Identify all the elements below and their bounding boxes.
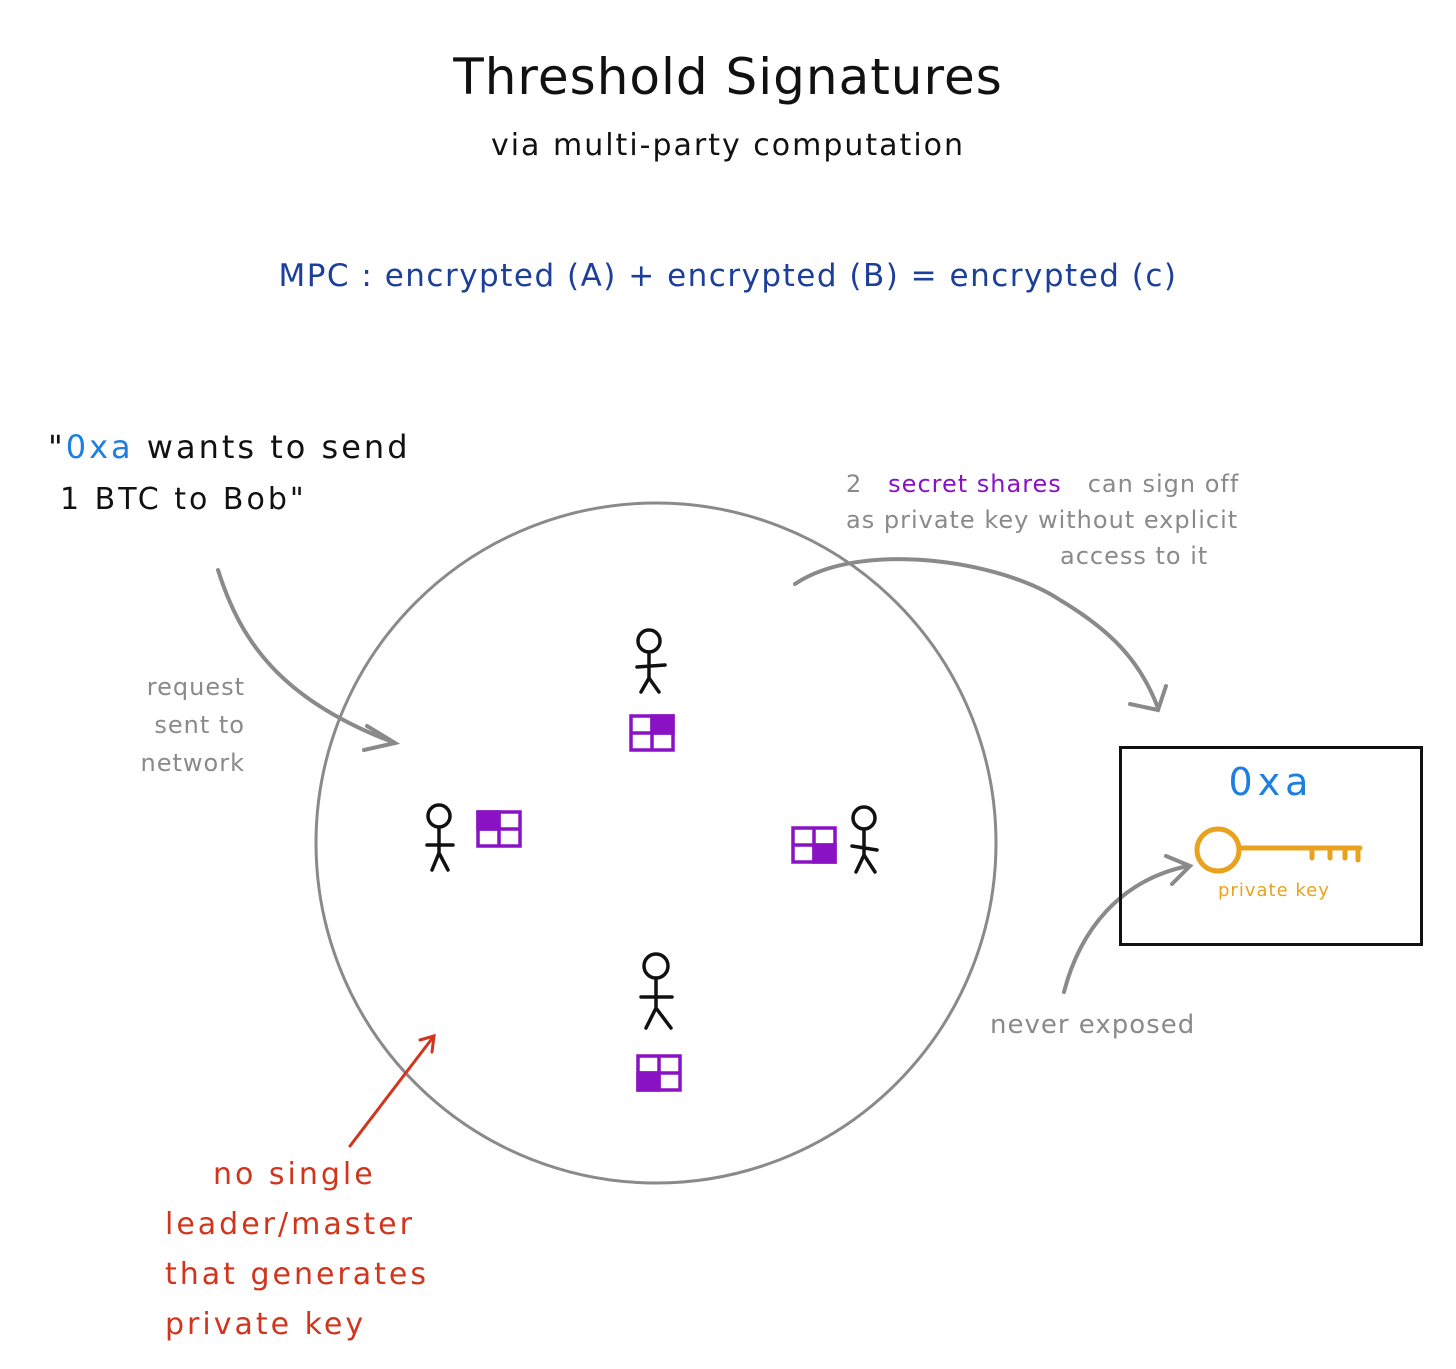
node-bottom bbox=[636, 952, 682, 1092]
person-icon bbox=[850, 805, 879, 874]
never-exposed-arrow bbox=[1062, 854, 1194, 994]
private-key-label: private key bbox=[1218, 880, 1330, 901]
no-leader-line: no single bbox=[213, 1157, 376, 1192]
request-quote-line1: "0xa wants to send bbox=[48, 428, 411, 466]
no-leader-line: private key bbox=[165, 1307, 367, 1342]
request-quote-line2: 1 BTC to Bob" bbox=[60, 482, 307, 517]
request-sent-label: request sent to network bbox=[140, 673, 245, 777]
quote-open: " bbox=[48, 428, 66, 466]
request-line1-rest: wants to send bbox=[133, 428, 411, 466]
node-left bbox=[425, 803, 522, 872]
shares-arrow bbox=[793, 557, 1168, 713]
secret-share-box-icon bbox=[791, 826, 837, 864]
request-arrow bbox=[216, 568, 401, 752]
secret-share-box-icon bbox=[629, 714, 675, 752]
key-icon bbox=[1194, 826, 1363, 874]
diagram-title: Threshold Signatures bbox=[453, 48, 1003, 106]
secret-shares-note: 2 secret shares can sign off as private … bbox=[846, 466, 1239, 574]
shares-count: 2 bbox=[846, 470, 863, 498]
person-icon bbox=[635, 628, 667, 694]
person-icon bbox=[425, 803, 455, 872]
no-leader-note: no single leader/master that generates p… bbox=[165, 1150, 429, 1350]
person-icon bbox=[639, 952, 674, 1030]
network-circle bbox=[314, 501, 998, 1185]
no-leader-line: that generates bbox=[165, 1257, 429, 1292]
never-exposed-label: never exposed bbox=[990, 1010, 1196, 1040]
private-key-box bbox=[1119, 746, 1423, 946]
secret-share-box-icon bbox=[476, 810, 522, 848]
sender-name: 0xa bbox=[65, 428, 134, 466]
shares-note-line1: 2 secret shares can sign off bbox=[846, 466, 1239, 502]
node-right bbox=[791, 805, 879, 874]
diagram-subtitle: via multi-party computation bbox=[490, 128, 966, 163]
shares-note-line2: as private key without explicit bbox=[846, 506, 1239, 534]
shares-note-line1-rest: can sign off bbox=[1087, 470, 1240, 498]
mpc-formula: MPC : encrypted (A) + encrypted (B) = en… bbox=[278, 258, 1178, 294]
node-top bbox=[629, 628, 675, 752]
shares-note-line3: access to it bbox=[1060, 542, 1209, 570]
no-leader-line: leader/master bbox=[165, 1207, 415, 1242]
no-leader-arrow bbox=[348, 1033, 436, 1148]
secret-shares-highlight: secret shares bbox=[888, 470, 1062, 498]
secret-share-box-icon bbox=[636, 1054, 682, 1092]
key-owner-name: 0xa bbox=[1228, 760, 1314, 804]
